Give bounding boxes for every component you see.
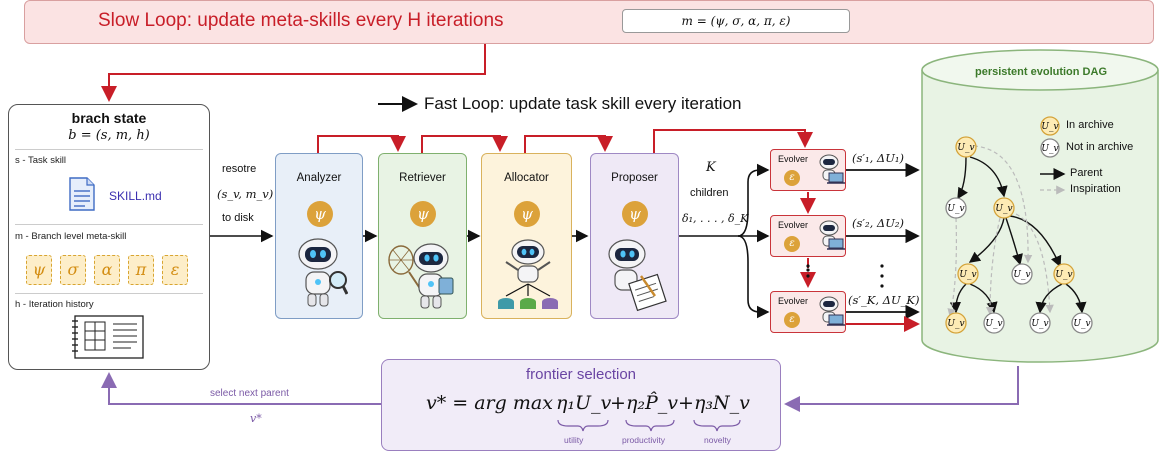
frontier-title: frontier selection <box>525 366 637 383</box>
evolver-box-k: Evolver ε <box>770 291 846 333</box>
retriever-skill-icon: ψ <box>410 201 436 227</box>
dag-node-archive: U_v <box>945 312 967 334</box>
utility-label: utility <box>564 435 584 445</box>
evolver-label: Evolver <box>778 220 809 230</box>
meta-skill-label: m - Branch level meta-skill <box>15 231 127 242</box>
dag-node-archive: U_v <box>993 197 1015 219</box>
branch-state-title: brach state <box>71 110 147 126</box>
svg-text:U_v: U_v <box>985 319 1002 329</box>
evolver-output-2: (s′₂, ΔU₂) <box>852 216 905 230</box>
children-label: children <box>690 187 729 199</box>
frontier-term-productivity: η₂P̂_v <box>626 392 679 414</box>
restore-label: resotre <box>222 163 257 175</box>
legend-parent: Parent <box>1070 167 1103 179</box>
evolver-skill-icon: ε <box>784 170 800 186</box>
meta-skill-formula: m = (ψ, σ, α, π, ε) <box>622 9 850 33</box>
branch-state-formula: b = (s, m, h) <box>68 128 150 143</box>
proposer-skill-icon: ψ <box>622 201 648 227</box>
svg-text:U_v: U_v <box>1041 122 1058 132</box>
evolver-skill-icon: ε <box>784 236 800 252</box>
svg-text:U_v: U_v <box>1073 319 1090 329</box>
frontier-term-utility: η₁U_v <box>556 392 612 414</box>
evolver-output-1: (s′₁, ΔU₁) <box>852 151 905 165</box>
svg-text:U_v: U_v <box>995 204 1012 214</box>
evolver-box-2: Evolver ε <box>770 215 846 257</box>
restore-to-disk: to disk <box>222 212 254 224</box>
select-parent-symbol: v* <box>250 412 262 425</box>
svg-text:U_v: U_v <box>957 143 974 153</box>
task-skill-label: s - Task skill <box>15 155 67 166</box>
evolver-skill-icon: ε <box>784 312 800 328</box>
document-icon <box>69 177 95 216</box>
robot-laptop-icon <box>817 153 845 192</box>
dag-node-archive: U_v <box>1053 263 1075 285</box>
meta-tile-psi: ψ <box>26 255 52 285</box>
dag-node-non-archive: U_v <box>983 312 1005 334</box>
allocator-skill-icon: ψ <box>514 201 540 227</box>
robot-magnifier-icon <box>294 236 349 315</box>
proposer-label: Proposer <box>611 172 658 184</box>
dag-node-non-archive: U_v <box>1011 263 1033 285</box>
dag-node-archive: U_v <box>955 136 977 158</box>
evolver-label: Evolver <box>778 296 809 306</box>
meta-tile-sigma: σ <box>60 255 86 285</box>
robot-allocate-icon <box>492 238 564 319</box>
frontier-formula-lhs: v* = arg max <box>426 392 553 414</box>
allocator-label: Allocator <box>504 172 549 184</box>
frontier-term-novelty: η₃N_v <box>694 392 750 414</box>
meta-tile-pi: π <box>128 255 154 285</box>
history-label: h - Iteration history <box>15 299 94 310</box>
robot-writing-icon <box>603 236 669 317</box>
legend-archive-node: U_v <box>1040 116 1060 136</box>
slow-loop-title: Slow Loop: update meta-skills every H it… <box>98 10 504 31</box>
retriever-module: Retriever ψ <box>378 153 467 319</box>
frontier-braces <box>557 419 741 432</box>
meta-tile-alpha: α <box>94 255 120 285</box>
notebook-icon <box>71 315 147 364</box>
fast-loop-title: Fast Loop: update task skill every itera… <box>424 94 742 113</box>
svg-text:U_v: U_v <box>1031 319 1048 329</box>
svg-text:U_v: U_v <box>1013 270 1030 280</box>
legend-inspiration: Inspiration <box>1070 183 1121 195</box>
meta-tile-epsilon: ε <box>162 255 188 285</box>
robot-net-icon <box>387 238 457 317</box>
allocator-module: Allocator ψ <box>481 153 572 319</box>
dag-node-non-archive: U_v <box>945 197 967 219</box>
children-count: K <box>706 160 716 175</box>
retriever-label: Retriever <box>399 172 446 184</box>
svg-text:U_v: U_v <box>959 270 976 280</box>
analyzer-module: Analyzer ψ <box>275 153 363 319</box>
select-parent-label: select next parent <box>210 388 289 399</box>
legend-not-in-archive: Not in archive <box>1066 141 1134 153</box>
dag-node-archive: U_v <box>957 263 979 285</box>
restore-formula: (s_v, m_v) <box>217 187 274 201</box>
evolver-label: Evolver <box>778 154 809 164</box>
productivity-label: productivity <box>622 435 665 445</box>
svg-text:U_v: U_v <box>947 204 964 214</box>
skill-file-name: SKILL.md <box>109 189 162 203</box>
evolver-output-k: (s′_K, ΔU_K) <box>848 293 920 307</box>
proposer-module: Proposer ψ <box>590 153 679 319</box>
robot-laptop-icon <box>817 295 845 334</box>
dag-node-non-archive: U_v <box>1029 312 1051 334</box>
analyzer-skill-icon: ψ <box>307 201 333 227</box>
frontier-selection-panel: frontier selection v* = arg max η₁U_v + … <box>381 359 781 451</box>
evolver-box-1: Evolver ε <box>770 149 846 191</box>
dag-node-non-archive: U_v <box>1071 312 1093 334</box>
novelty-label: novelty <box>704 435 731 445</box>
branch-state-panel: brach state b = (s, m, h) s - Task skill… <box>8 104 210 370</box>
legend-non-archive-node: U_v <box>1040 138 1060 158</box>
svg-text:U_v: U_v <box>947 319 964 329</box>
legend-in-archive: In archive <box>1066 119 1114 131</box>
svg-text:U_v: U_v <box>1055 270 1072 280</box>
svg-text:U_v: U_v <box>1041 144 1058 154</box>
children-deltas: δ₁, . . . , δ_K <box>682 212 749 225</box>
analyzer-label: Analyzer <box>296 172 342 184</box>
robot-laptop-icon <box>817 219 845 258</box>
slow-loop-banner <box>24 0 1154 44</box>
